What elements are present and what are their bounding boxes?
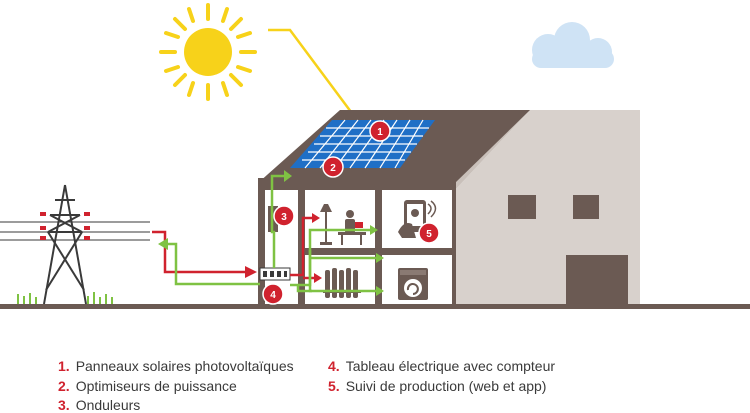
red-arrowheads: [245, 213, 322, 283]
garage-door: [566, 255, 628, 304]
solar-panel: [290, 119, 435, 169]
badge-1: 1: [369, 120, 391, 142]
svg-text:1: 1: [377, 127, 383, 138]
green-arrowheads: [158, 170, 384, 296]
pylon-icon: [43, 184, 87, 305]
grass: [17, 292, 113, 304]
sun-icon: [159, 3, 257, 101]
badge-5: 5: [418, 222, 440, 244]
badge-2: 2: [322, 156, 344, 178]
power-lines: [0, 221, 150, 241]
svg-text:5: 5: [426, 229, 432, 240]
tablet-icon: [398, 200, 437, 238]
cloud-icon: [532, 22, 614, 68]
svg-text:4: 4: [270, 290, 276, 301]
svg-text:2: 2: [330, 163, 336, 174]
washing-machine-icon: [398, 268, 428, 300]
window-right-1: [508, 195, 536, 219]
solar-export-flow: [168, 174, 376, 293]
pylon-insulators: [40, 212, 90, 240]
radiator-icon: [323, 268, 361, 298]
ground-line: [0, 304, 750, 309]
svg-text:3: 3: [281, 212, 287, 223]
lamp-icon: [320, 204, 332, 245]
badge-4: 4: [262, 283, 284, 305]
electrical-panel: [259, 267, 291, 281]
window-right-2: [573, 195, 599, 219]
badge-3: 3: [273, 205, 295, 227]
